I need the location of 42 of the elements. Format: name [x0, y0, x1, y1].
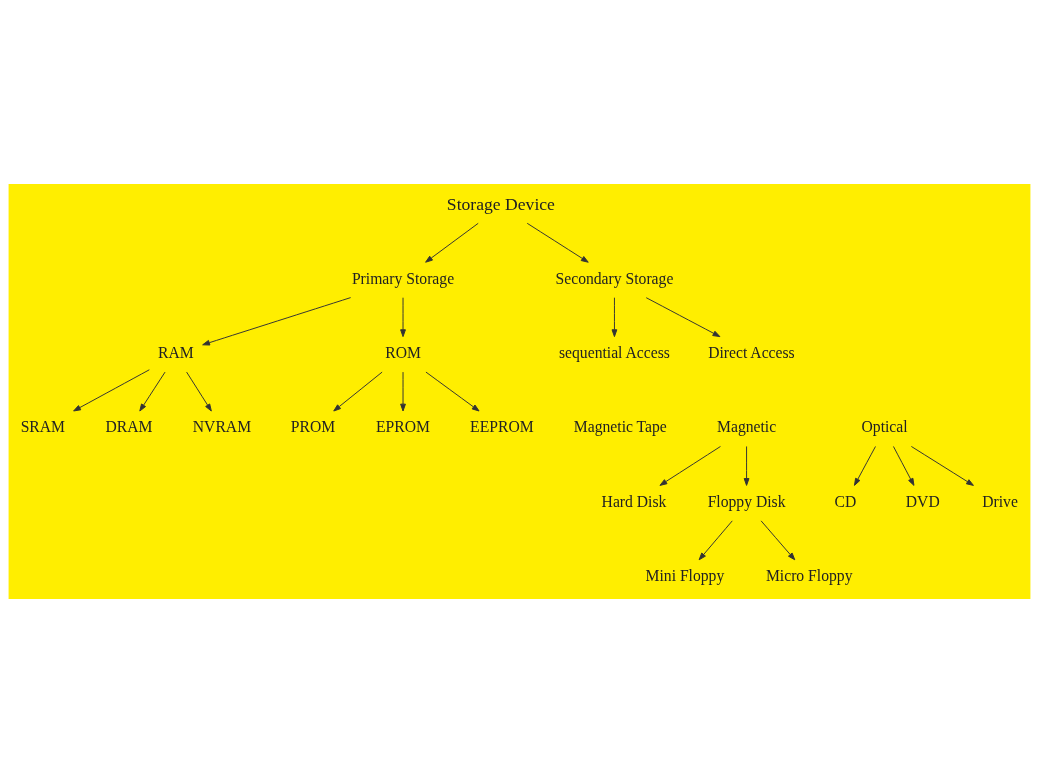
- arrow: [659, 445, 721, 486]
- node-text: Micro Floppy: [765, 566, 853, 584]
- arrow: [139, 371, 166, 411]
- node-text: Mini Floppy: [645, 566, 725, 584]
- arrow: [743, 445, 750, 486]
- arrow: [425, 371, 480, 411]
- node-text: Direct Access: [708, 343, 795, 361]
- arrow: [611, 296, 618, 337]
- node-text: Hard Disk: [601, 492, 667, 510]
- arrow: [526, 222, 589, 263]
- node-text: NVRAM: [192, 417, 252, 435]
- node-text: EEPROM: [470, 417, 534, 435]
- arrow: [186, 371, 212, 411]
- arrow: [333, 371, 383, 411]
- node-text: Secondary Storage: [555, 269, 674, 287]
- node-text: PROM: [290, 417, 336, 435]
- arrow: [400, 296, 406, 337]
- node-text: DVD: [905, 492, 940, 510]
- node-text: DRAM: [105, 417, 153, 435]
- node-text: EPROM: [376, 417, 430, 435]
- node-text: Optical: [861, 417, 908, 435]
- arrow: [854, 445, 876, 486]
- node-text: CD: [834, 492, 857, 510]
- arrow: [202, 296, 352, 345]
- node-text: Drive: [982, 492, 1018, 510]
- node-text: Primary Storage: [351, 269, 455, 287]
- node-text: RAM: [158, 343, 194, 361]
- arrow: [645, 296, 721, 337]
- node-text: Floppy Disk: [707, 492, 786, 510]
- arrow: [425, 222, 479, 263]
- node-text: ROM: [385, 343, 421, 361]
- arrow: [400, 371, 406, 411]
- label: Magnetic Tape: [573, 417, 667, 435]
- arrow: [698, 519, 733, 560]
- arrow: [910, 445, 974, 486]
- arrow: [892, 445, 915, 486]
- arrow: [760, 519, 796, 560]
- node-text: SRAM: [20, 417, 66, 435]
- arrow: [73, 368, 150, 411]
- node-text: Magnetic: [717, 417, 777, 435]
- node-text: Storage Device: [446, 193, 555, 214]
- node-text: sequential Access: [559, 343, 670, 361]
